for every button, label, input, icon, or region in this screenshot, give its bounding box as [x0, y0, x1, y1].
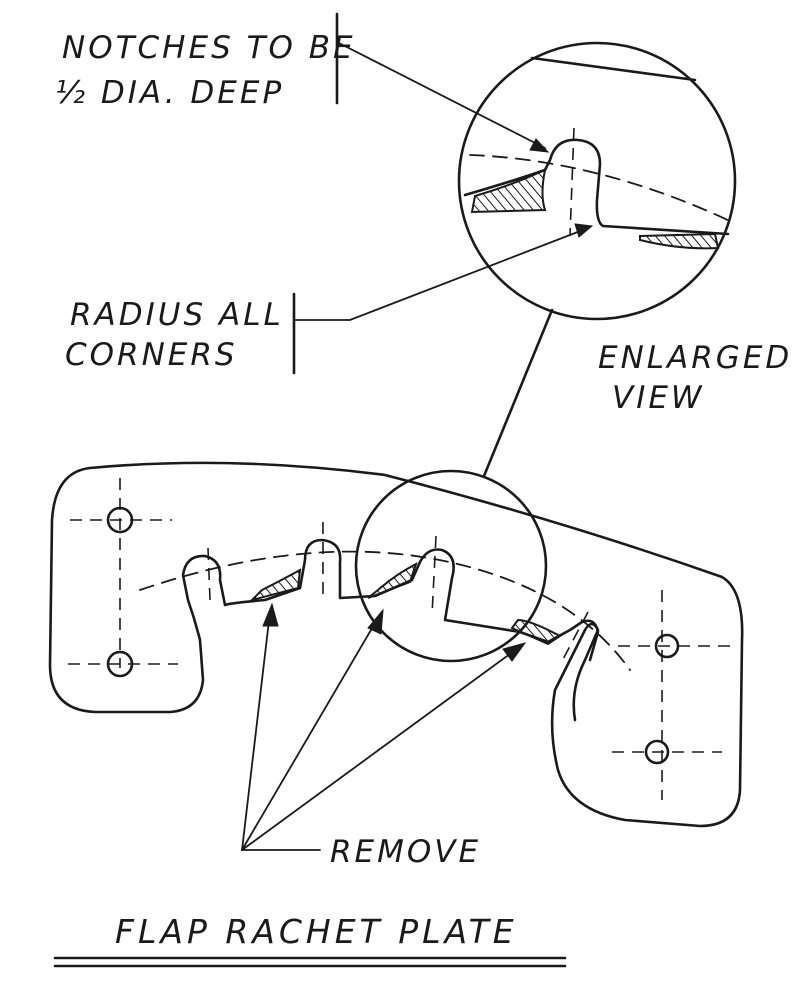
remove-leader-2 — [241, 617, 379, 851]
bolt-hole-right-lower — [612, 739, 722, 765]
bolt-hole-bottom-left — [68, 650, 178, 678]
remove-leader-1 — [240, 611, 321, 851]
hole-icon — [644, 739, 670, 765]
notches-label-line2: ½ DIA. DEEP — [55, 75, 284, 111]
bolt-hole-top-left — [70, 478, 172, 668]
detail-pitch-arc — [469, 154, 733, 223]
detail-notch-profile — [463, 138, 730, 236]
notch-centerline-3 — [431, 535, 437, 616]
enlarged-view-detail — [293, 41, 737, 478]
plate-detail-circle — [354, 469, 548, 663]
remove-arrowhead-2 — [367, 608, 384, 635]
notch-centerline-1 — [207, 547, 211, 601]
removal-hatch-1 — [248, 568, 302, 602]
radius-leader-line — [293, 227, 589, 321]
remove-leaders — [240, 602, 527, 851]
radius-leader-arrowhead — [574, 223, 594, 238]
remove-arrowhead-3 — [502, 642, 527, 662]
detail-removal-hatch-left — [470, 168, 547, 214]
detail-top-edge — [530, 56, 697, 82]
plate-outline-right — [88, 461, 744, 828]
notch-centerline-4 — [559, 611, 589, 666]
radius-label-line2: CORNERS — [65, 337, 238, 373]
detail-removal-hatch-right — [639, 232, 720, 250]
detail-notch-centerline — [569, 127, 575, 237]
bolt-hole-right-upper — [618, 590, 730, 800]
remove-arrowhead-1 — [262, 602, 279, 627]
notches-label-line1: NOTCHES TO BE — [62, 30, 356, 66]
drawing-title: FLAP RACHET PLATE — [115, 912, 518, 951]
enlarged-view-label-line1: ENLARGED — [598, 340, 792, 376]
ratchet-plate — [48, 461, 744, 828]
plate-pitch-arc — [139, 550, 631, 671]
notches-leader-line — [336, 41, 546, 149]
detail-connector-line — [482, 308, 554, 478]
radius-label-line1: RADIUS ALL — [70, 297, 284, 333]
enlarged-view-label-line2: VIEW — [612, 380, 705, 416]
enlarged-view-circle — [457, 41, 737, 321]
notches-leader-arrowhead — [529, 138, 550, 153]
plate-outline-main — [48, 466, 600, 714]
remove-label: REMOVE — [330, 834, 481, 870]
removal-hatch-2 — [367, 561, 418, 599]
remove-leader-3 — [241, 647, 519, 851]
